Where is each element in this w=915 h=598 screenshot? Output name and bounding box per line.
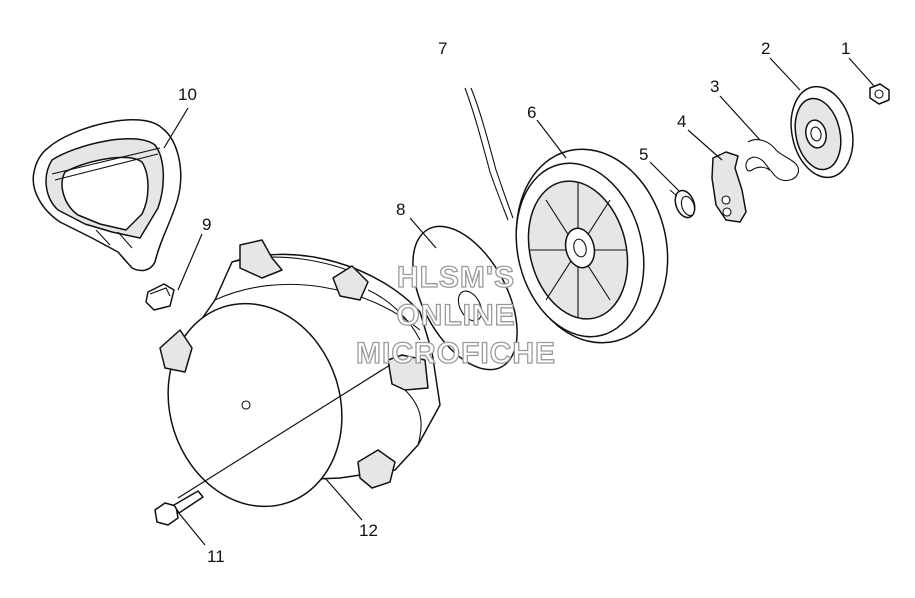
part-8-plate bbox=[412, 225, 518, 371]
watermark-line-2: ONLINE bbox=[396, 299, 515, 332]
watermark-line-1: HLSM'S bbox=[397, 261, 515, 294]
callout-3: 3 bbox=[710, 77, 719, 96]
part-12-housing bbox=[159, 239, 441, 508]
callout-11: 11 bbox=[207, 547, 225, 566]
part-11-bolt bbox=[154, 490, 204, 526]
part-7-rope bbox=[464, 87, 514, 221]
callout-4: 4 bbox=[677, 112, 686, 131]
leader-lines bbox=[163, 57, 875, 546]
part-2-cover bbox=[790, 85, 854, 179]
callout-2: 2 bbox=[761, 39, 770, 58]
part-10-handle bbox=[32, 119, 182, 272]
callout-10: 10 bbox=[178, 85, 197, 104]
callout-labels: 1 2 3 4 5 6 7 8 9 10 11 12 bbox=[178, 39, 850, 566]
callout-12: 12 bbox=[359, 521, 378, 540]
part-9-insert bbox=[145, 283, 175, 311]
callout-1: 1 bbox=[841, 39, 850, 58]
part-1-nut bbox=[869, 83, 890, 105]
callout-6: 6 bbox=[527, 103, 536, 122]
watermark: HLSM'S ONLINE MICROFICHE bbox=[355, 260, 556, 370]
callout-7: 7 bbox=[438, 39, 447, 58]
callout-9: 9 bbox=[202, 215, 211, 234]
part-6-pulley bbox=[515, 148, 669, 344]
watermark-line-3: MICROFICHE bbox=[356, 337, 556, 370]
callout-5: 5 bbox=[639, 145, 648, 164]
part-5-spring bbox=[669, 189, 696, 219]
callout-8: 8 bbox=[396, 200, 405, 219]
part-4-pawl bbox=[711, 151, 747, 223]
part-3-spring bbox=[745, 139, 799, 182]
